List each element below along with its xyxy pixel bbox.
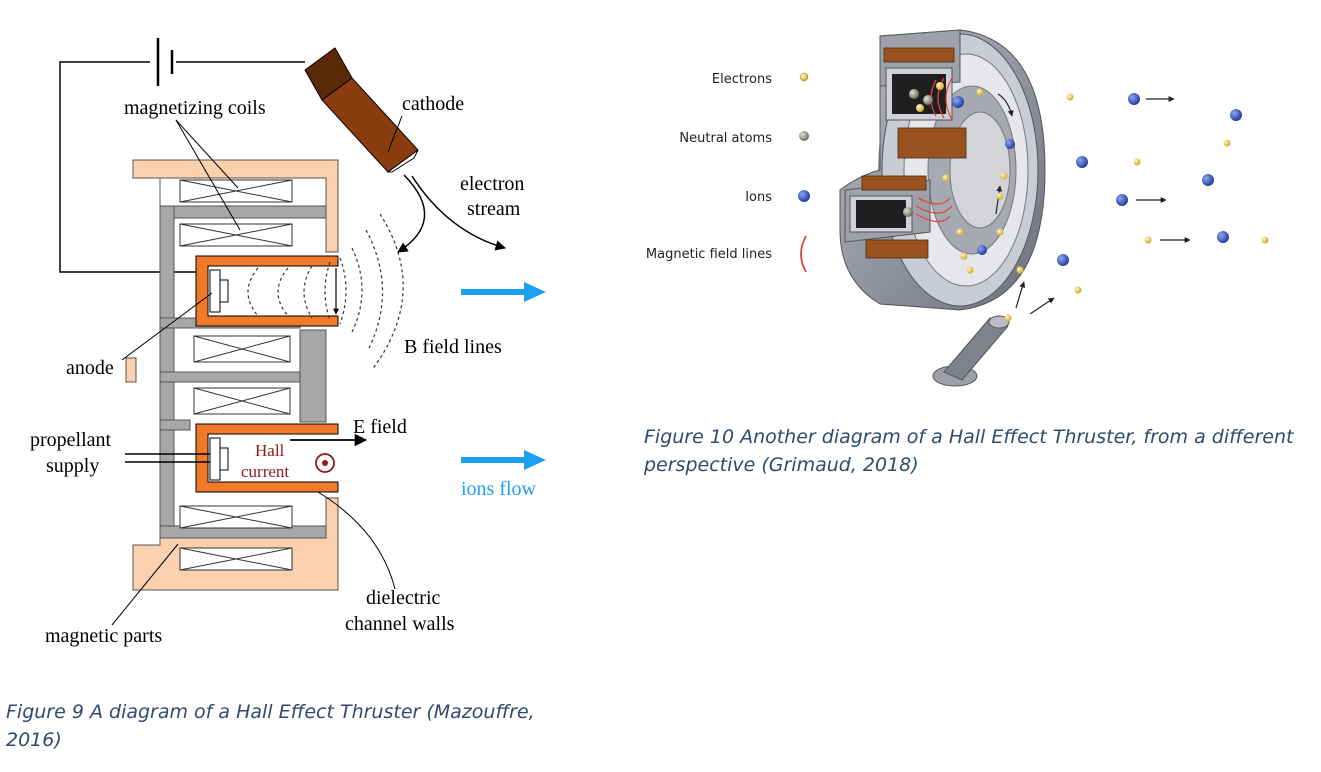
coil-bottom-2 xyxy=(179,547,293,571)
leader-lines xyxy=(111,115,403,626)
emitted-particles xyxy=(1015,93,1269,315)
legend-label-neutral-atoms: Neutral atoms xyxy=(679,131,772,146)
label-dielectric-1: dielectric xyxy=(366,587,441,609)
ions-flow-arrows xyxy=(461,282,546,470)
legend-ion-dot xyxy=(798,190,810,202)
ion-arrow-upper xyxy=(461,282,546,302)
battery-icon xyxy=(156,38,174,86)
coil-mid-1 xyxy=(193,335,291,363)
label-anode: anode xyxy=(66,357,114,379)
label-b-field-lines: B field lines xyxy=(404,336,502,358)
field-lines-3d xyxy=(915,77,953,223)
label-hall-2: current xyxy=(241,462,289,481)
propellant-pipes xyxy=(125,453,210,463)
electron-stream xyxy=(397,174,507,253)
legend-label-electrons: Electrons xyxy=(712,72,772,87)
hall-current-symbol xyxy=(315,453,335,473)
label-propellant-2: supply xyxy=(46,455,99,477)
b-field-lines xyxy=(247,213,404,371)
cathode-rod-3d xyxy=(932,314,1012,387)
legend-neutral-dot xyxy=(799,131,809,141)
coil-bottom-1 xyxy=(179,505,293,529)
label-electron-stream-1: electron xyxy=(460,173,524,195)
label-magnetic-parts: magnetic parts xyxy=(45,625,162,647)
dielectric-channel-upper xyxy=(195,255,339,327)
magnetic-parts xyxy=(159,205,327,539)
figure-9-caption: Figure 9 A diagram of a Hall Effect Thru… xyxy=(6,701,535,751)
coil-mid-2 xyxy=(193,387,291,415)
label-dielectric-2: channel walls xyxy=(345,613,455,635)
legend-electron-dot xyxy=(799,72,809,82)
magnetizing-coils xyxy=(179,179,293,571)
label-hall-1: Hall xyxy=(255,441,285,460)
label-magnetizing-coils: magnetizing coils xyxy=(124,97,266,119)
coil-top-1 xyxy=(179,179,293,203)
label-ions-flow: ions flow xyxy=(461,478,537,500)
hall-thruster-3d-view: Electrons Neutral atoms Ions Magnetic fi… xyxy=(646,29,1269,387)
ion-arrow-lower xyxy=(461,450,546,470)
legend-label-magnetic-field-lines: Magnetic field lines xyxy=(646,247,772,262)
legend-label-ions: Ions xyxy=(745,190,772,205)
cathode-device xyxy=(304,47,419,173)
legend: Electrons Neutral atoms Ions Magnetic fi… xyxy=(646,72,810,273)
label-e-field: E field xyxy=(353,416,407,438)
label-propellant-1: propellant xyxy=(30,429,112,451)
label-cathode: cathode xyxy=(402,93,464,115)
inner-particles xyxy=(903,82,1015,274)
legend-field-line xyxy=(800,235,807,273)
circuit-wire xyxy=(59,61,305,273)
label-electron-stream-2: stream xyxy=(467,198,521,220)
figure-9-diagram: magnetizing coils cathode electron strea… xyxy=(0,0,600,690)
dielectric-channel-lower xyxy=(195,423,339,493)
figure-10-diagram: Electrons Neutral atoms Ions Magnetic fi… xyxy=(620,20,1320,420)
thruster-body-3d xyxy=(839,29,1046,311)
coil-top-2 xyxy=(179,223,293,247)
hall-thruster-cross-section: magnetizing coils cathode electron strea… xyxy=(30,38,546,647)
figure-10-caption: Figure 10 Another diagram of a Hall Effe… xyxy=(644,426,1294,476)
